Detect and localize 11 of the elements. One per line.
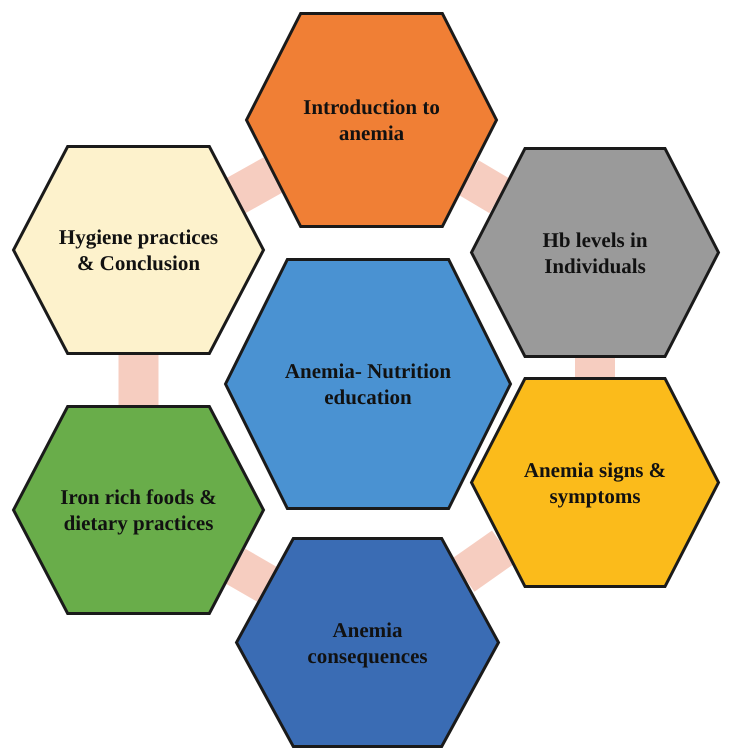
node-label: Anemia consequences bbox=[306, 616, 429, 669]
connector-band bbox=[226, 157, 283, 213]
node-label: Anemia signs & symptoms bbox=[522, 456, 668, 509]
node-label: Hygiene practices & Conclusion bbox=[58, 224, 220, 276]
node-label: Introduction to anemia bbox=[302, 94, 441, 146]
connector-band bbox=[458, 160, 510, 214]
node-label: Anemia- Nutrition education bbox=[284, 358, 452, 410]
node-label: Iron rich foods & dietary practices bbox=[59, 484, 218, 536]
connector-band bbox=[575, 358, 615, 377]
node-label: Hb levels in Individuals bbox=[541, 226, 648, 279]
connector-band bbox=[225, 548, 278, 602]
